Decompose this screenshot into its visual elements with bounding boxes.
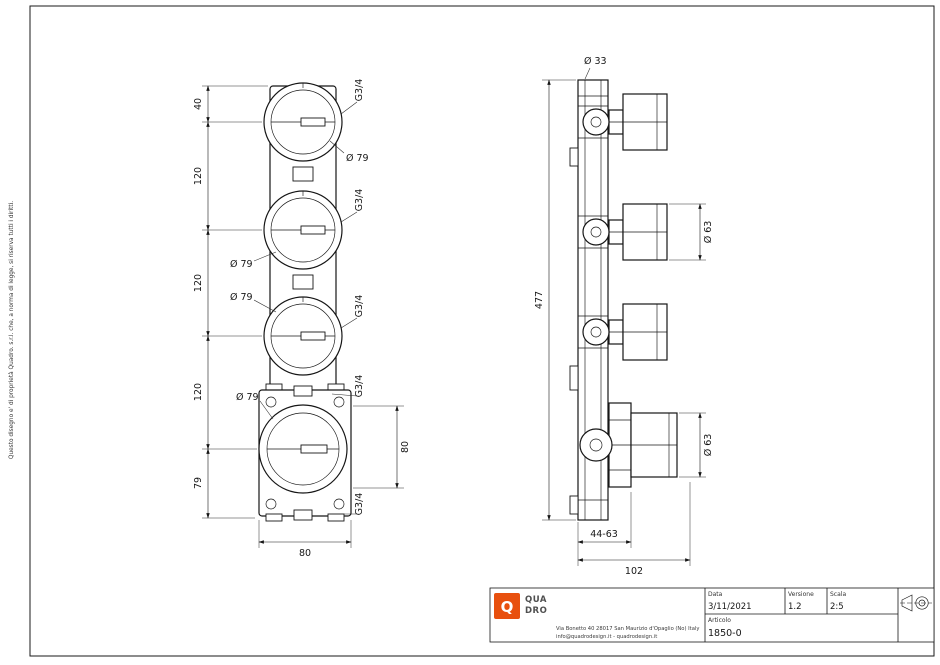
front-view: 40 120 120 120 79 G3/4 G3/4 G3/4 G3/4 G3… bbox=[193, 79, 411, 559]
projection-symbol-icon bbox=[900, 594, 932, 612]
date-value: 3/11/2021 bbox=[708, 602, 752, 612]
logo-word-top: QUA bbox=[525, 595, 547, 605]
valve-rosette-3 bbox=[263, 296, 343, 376]
address-line-1: Via Bonetto 40 28017 San Maurizio d'Opag… bbox=[556, 626, 699, 632]
logo-square bbox=[494, 593, 520, 619]
date-label: Data bbox=[708, 591, 723, 598]
dim-477: 477 bbox=[534, 291, 545, 309]
front-diameter-labels: Ø 79 Ø 79 Ø 79 Ø 79 bbox=[230, 140, 369, 420]
title-block-border bbox=[489, 587, 935, 643]
front-right-dim: 80 bbox=[353, 405, 411, 489]
port-label-1: G3/4 bbox=[354, 79, 365, 102]
side-cartridge-1 bbox=[578, 93, 668, 151]
screw bbox=[265, 498, 277, 510]
front-port-labels: G3/4 G3/4 G3/4 G3/4 G3/4 bbox=[331, 79, 365, 516]
side-cartridge-2 bbox=[578, 203, 668, 261]
dim-120c: 120 bbox=[193, 383, 204, 401]
dia-79-4: Ø 79 bbox=[236, 392, 259, 403]
plate-connector bbox=[292, 274, 314, 290]
screw bbox=[333, 396, 345, 408]
plate-connector bbox=[292, 166, 314, 182]
dim-44-63: 44-63 bbox=[590, 529, 618, 540]
side-knob-dia-upper: Ø 63 bbox=[669, 203, 714, 261]
dia-79-1: Ø 79 bbox=[346, 153, 369, 164]
front-left-dimension-chain: 40 120 120 120 79 bbox=[193, 85, 268, 519]
dim-120a: 120 bbox=[193, 167, 204, 185]
side-knob-dia-lower: Ø 63 bbox=[679, 412, 714, 478]
side-view: Ø 33 477 Ø 63 Ø 63 44 bbox=[534, 56, 714, 577]
logo-letter: Q bbox=[501, 598, 514, 616]
port-label-5: G3/4 bbox=[354, 493, 365, 516]
dim-120b: 120 bbox=[193, 274, 204, 292]
version-label: Versione bbox=[788, 591, 814, 598]
valve-rosette-4 bbox=[258, 404, 348, 494]
logo-word-bottom: DRO bbox=[525, 606, 547, 616]
port-label-4: G3/4 bbox=[354, 375, 365, 398]
dim-102: 102 bbox=[625, 566, 643, 577]
dim-80-right: 80 bbox=[400, 441, 411, 453]
front-bottom-dim: 80 bbox=[258, 520, 352, 559]
scale-value: 2:5 bbox=[830, 602, 844, 612]
side-height-dim: 477 bbox=[534, 79, 576, 521]
article-label: Articolo bbox=[708, 617, 731, 624]
dia-63-lower: Ø 63 bbox=[703, 434, 714, 457]
side-bottom-dims: 44-63 102 bbox=[577, 482, 691, 577]
side-cartridge-3 bbox=[578, 303, 668, 361]
copyright-note: Questo disegno e' di proprietà Quadro. s… bbox=[8, 201, 15, 459]
port-label-2: G3/4 bbox=[354, 189, 365, 212]
dim-40: 40 bbox=[193, 98, 204, 110]
screw bbox=[333, 498, 345, 510]
mount-tab bbox=[265, 513, 283, 522]
dia-33: Ø 33 bbox=[584, 56, 607, 67]
title-block: Q QUA DRO Via Bonetto 40 28017 San Mauri… bbox=[489, 587, 935, 643]
screw bbox=[265, 396, 277, 408]
top-port bbox=[293, 385, 313, 397]
rail-tab bbox=[569, 365, 579, 391]
mount-tab bbox=[327, 513, 345, 522]
dim-80-bottom: 80 bbox=[299, 548, 311, 559]
rail-tab bbox=[569, 147, 579, 167]
port-label-3: G3/4 bbox=[354, 295, 365, 318]
article-value: 1850-0 bbox=[708, 628, 742, 639]
valve-rosette-1 bbox=[263, 82, 343, 162]
drawing-frame bbox=[29, 5, 935, 657]
rail-tab bbox=[569, 495, 579, 515]
side-top-dia: Ø 33 bbox=[584, 56, 607, 80]
dia-79-2: Ø 79 bbox=[230, 259, 253, 270]
scale-label: Scala bbox=[830, 591, 846, 598]
side-cartridge-4 bbox=[579, 402, 678, 488]
version-value: 1.2 bbox=[788, 602, 802, 612]
address-line-2: info@quadrodesign.it - quadrodesign.it bbox=[556, 634, 657, 640]
dia-79-3: Ø 79 bbox=[230, 292, 253, 303]
dia-63-upper: Ø 63 bbox=[703, 221, 714, 244]
valve-rosette-2 bbox=[263, 190, 343, 270]
bottom-port bbox=[293, 509, 313, 521]
quadro-logo: Q QUA DRO bbox=[494, 593, 547, 619]
dim-79: 79 bbox=[193, 477, 204, 489]
